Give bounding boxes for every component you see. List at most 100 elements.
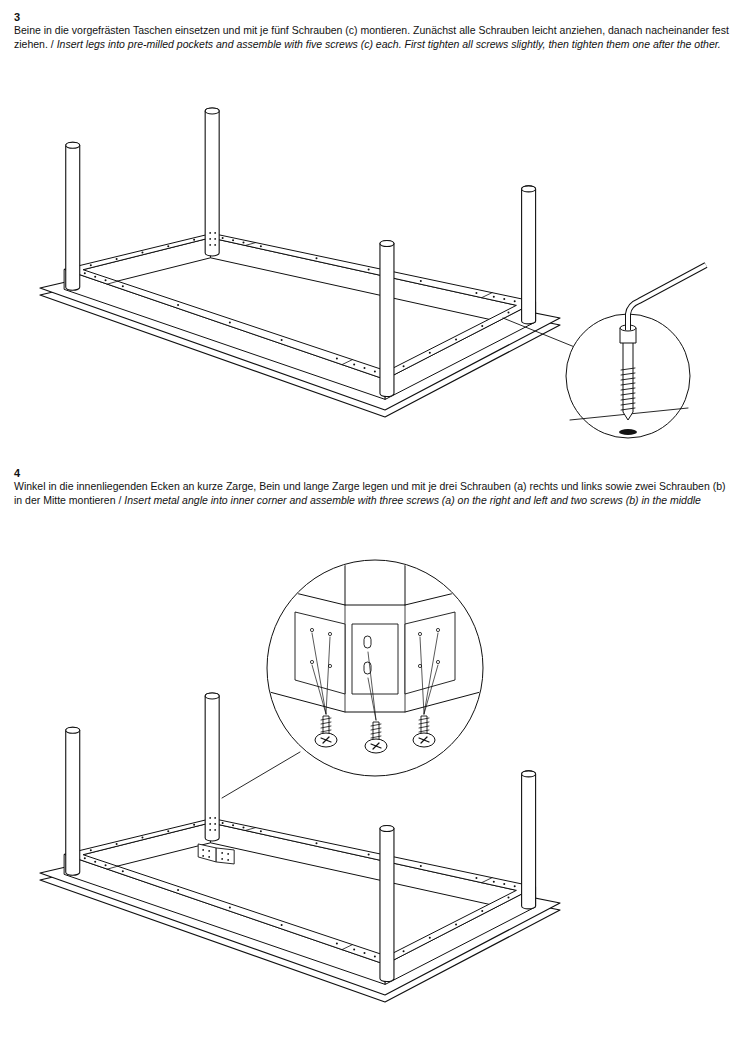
- screw-dot: [336, 943, 338, 945]
- angle-hole: [202, 855, 204, 857]
- screw-thread: [419, 726, 429, 728]
- table-leg: [380, 241, 394, 397]
- angle-hole: [208, 850, 210, 852]
- screw-dot: [167, 245, 169, 247]
- slot-hole: [364, 636, 371, 648]
- leg-end: [66, 727, 80, 733]
- screw-dot: [242, 242, 244, 244]
- table-leg: [205, 108, 219, 256]
- angle-hole: [221, 858, 223, 860]
- screw-dot: [368, 269, 370, 271]
- screw-dot: [315, 257, 317, 259]
- apron-joint: [482, 293, 492, 298]
- screw-dot: [507, 897, 509, 899]
- leader-line: [222, 752, 300, 798]
- leg-end: [380, 241, 394, 247]
- apron-outer-face: [385, 887, 535, 985]
- screw-dot: [336, 358, 338, 360]
- screw-dot: [242, 827, 244, 829]
- screw-thread: [371, 724, 381, 726]
- screw-dot: [90, 849, 92, 851]
- pocket-hole: [214, 238, 216, 240]
- instruction-text: Insert metal angle into inner corner and…: [124, 494, 701, 506]
- leg-end: [380, 826, 394, 832]
- screw-thread: [371, 736, 381, 738]
- screw-dot: [403, 365, 405, 367]
- apron-joint: [245, 828, 255, 831]
- leg-edge: [405, 560, 406, 605]
- apron-top-edge: [262, 585, 488, 605]
- instruction-text: /: [51, 38, 54, 50]
- screw-thread: [621, 378, 635, 380]
- pocket-hole: [214, 244, 216, 246]
- leg-end: [66, 142, 80, 148]
- screw-cross: [321, 738, 331, 742]
- screw-dot: [420, 865, 422, 867]
- screw-head: [315, 733, 337, 747]
- apron-joint: [107, 281, 117, 284]
- screw-dot: [353, 363, 355, 365]
- screw-dot: [281, 339, 283, 341]
- screw-hole: [418, 632, 421, 635]
- screw-thread: [321, 726, 331, 728]
- screw-dot: [222, 822, 224, 824]
- screw-dot: [475, 292, 477, 294]
- instruction-text: Insert legs into pre-milled pockets and …: [57, 38, 721, 50]
- screw-thread: [321, 730, 331, 732]
- screw-dot: [193, 239, 195, 241]
- screw-cross: [373, 743, 379, 749]
- screw-thread: [419, 722, 429, 724]
- screw-cross: [323, 737, 329, 743]
- screw-leader: [326, 637, 330, 714]
- apron-joint: [342, 945, 352, 950]
- step-text: 3: [14, 10, 736, 25]
- screw-dot: [514, 300, 516, 302]
- step-text: 4: [14, 466, 736, 481]
- screw-dot: [455, 338, 457, 340]
- screw-dot: [503, 883, 505, 885]
- screw-cross: [421, 737, 427, 743]
- screw-leader: [424, 665, 438, 714]
- step-text: Beine in die vorgefrästen Taschen einset…: [14, 24, 736, 52]
- screw-cross: [371, 744, 381, 748]
- screw-dot: [503, 298, 505, 300]
- screw-dot: [141, 837, 143, 839]
- screw-dot: [232, 239, 234, 241]
- detail-angle: [222, 560, 488, 798]
- apron-inner-face: [210, 823, 516, 911]
- screw-leader: [312, 633, 326, 714]
- screw-dot: [260, 245, 262, 247]
- apron-frame: [64, 818, 535, 964]
- pocket-hole: [209, 823, 211, 825]
- screw-thread: [621, 373, 635, 375]
- pocket-hole: [214, 823, 216, 825]
- step-number: 3: [14, 11, 20, 23]
- leg-end: [205, 693, 219, 699]
- screw-dot: [105, 864, 107, 866]
- step-number: 4: [14, 467, 20, 479]
- pocket-hole: [209, 829, 211, 831]
- screw-leader: [312, 665, 326, 714]
- screw-dot: [315, 842, 317, 844]
- screw-leader: [424, 633, 438, 714]
- angle-hole: [208, 856, 210, 858]
- screw-dot: [177, 304, 179, 306]
- screw-thread: [321, 718, 331, 720]
- screw-dot: [364, 367, 366, 369]
- screw-dot: [229, 906, 231, 908]
- angle-hole: [221, 852, 223, 854]
- table-leg: [380, 826, 394, 982]
- pocket-hole: [214, 232, 216, 234]
- screw-hole: [436, 660, 439, 663]
- step-text: Winkel in die innenliegenden Ecken an ku…: [14, 480, 736, 508]
- screw-dot: [232, 824, 234, 826]
- screw-dot: [403, 950, 405, 952]
- pocket-hole: [209, 817, 211, 819]
- detail-circle: [566, 314, 690, 438]
- screw-dot: [105, 279, 107, 281]
- screw-dot: [475, 877, 477, 879]
- screw-dot: [141, 252, 143, 254]
- screw-dot: [481, 910, 483, 912]
- angle-hole: [227, 859, 229, 861]
